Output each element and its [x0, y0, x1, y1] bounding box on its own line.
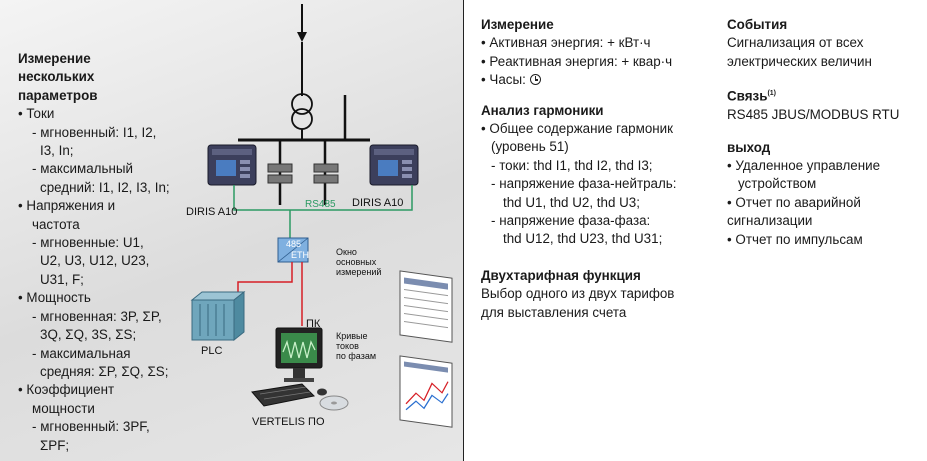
list-item-cont: мощности [32, 400, 95, 416]
list-item-cont: U2, U3, U12, U23, [40, 253, 150, 269]
list-item: - мгновенный: I1, I2, [32, 124, 157, 140]
list-item-cont: ΣPF; [40, 437, 70, 453]
tariff-text: Выбор одного из двух тарифов [481, 286, 675, 302]
list-item-cont: U31, F; [40, 271, 84, 287]
list-item: - напряжение фаза-нейтраль: [491, 176, 677, 192]
curves-label: Кривые токов по фазам [336, 331, 377, 361]
column-divider [463, 0, 464, 461]
harmonics-heading: Анализ гармоники [481, 102, 604, 118]
pc-label: ПК [306, 318, 321, 330]
communication-heading: Связь(1) [727, 88, 776, 104]
list-item: - напряжение фаза-фаза: [491, 213, 651, 229]
list-item: • Активная энергия: + кВт·ч [481, 35, 651, 51]
keyboard-icon [251, 383, 316, 407]
meter-left-icon [207, 144, 257, 186]
list-item-cont: 3Q, ΣQ, 3S, ΣS; [40, 327, 137, 343]
plc-label: PLC [201, 345, 223, 357]
list-item: • Удаленное управление [727, 157, 881, 173]
list-item-cont: сигнализации [727, 213, 813, 229]
tariff-heading: Двухтарифная функция [481, 267, 641, 283]
plc-icon [190, 290, 246, 342]
list-item-cont: thd U1, thd U2, thd U3; [503, 194, 640, 210]
list-item-cont: средний: I1, I2, I3, In; [40, 179, 170, 195]
list-item: • Отчет по аварийной [727, 194, 861, 210]
converter-icon [277, 237, 309, 263]
measurements-window-thumbnail [399, 270, 453, 343]
list-item: • Отчет по импульсам [727, 231, 863, 247]
right-column: События Сигнализация от всех электрическ… [727, 16, 899, 249]
list-item: - мгновенная: 3P, ΣP, [32, 308, 162, 324]
list-item: • Напряжения и [18, 198, 116, 214]
list-item: - максимальный [32, 161, 133, 177]
list-item: • Реактивная энергия: + квар·ч [481, 53, 673, 69]
meter-left-ct-icon [267, 163, 293, 184]
output-heading: выход [727, 139, 771, 155]
list-item: • Часы: [481, 71, 677, 89]
cd-icon [319, 395, 349, 411]
mouse-icon [317, 388, 327, 396]
list-item: - мгновенные: U1, [32, 235, 144, 251]
events-text: Сигнализация от всех [727, 35, 864, 51]
transformer-icon [291, 93, 313, 140]
meter-right-ct-icon [313, 163, 339, 184]
diris-right-label: DIRIS A10 [352, 197, 404, 209]
tariff-text: для выставления счета [481, 304, 627, 320]
left-panel: Измерение нескольких параметров • Токи -… [0, 0, 463, 461]
meter-right-icon [369, 144, 419, 186]
diris-left-label: DIRIS A10 [186, 206, 238, 218]
list-item-cont: устройством [738, 176, 817, 192]
list-item-cont: средняя: ΣP, ΣQ, ΣS; [40, 363, 169, 379]
parameters-list: Измерение нескольких параметров • Токи -… [18, 50, 170, 455]
system-diagram [190, 4, 453, 428]
converter-bottom-label: ETH [291, 250, 309, 260]
list-item: - максимальная [32, 345, 131, 361]
list-item: • Токи [18, 106, 55, 122]
list-item-cont: I3, In; [40, 143, 74, 159]
window-label: Окно основных измерений [336, 247, 382, 277]
rs485-label: RS485 [305, 199, 336, 210]
events-heading: События [727, 17, 788, 32]
ethernet-links [237, 262, 303, 326]
pc-monitor-icon [275, 327, 323, 382]
list-item: • Коэффициент [18, 382, 115, 398]
list-item: • Общее содержание гармоник [481, 121, 674, 137]
parameters-heading: Измерение нескольких параметров [18, 51, 98, 103]
list-item-cont: thd U12, thd U23, thd U31; [503, 231, 663, 247]
list-item: - мгновенный: 3PF, [32, 419, 150, 435]
communication-text: RS485 JBUS/MODBUS RTU [727, 107, 900, 123]
rs485-bus [233, 185, 413, 238]
feeder-arrow-icon [297, 4, 307, 96]
list-item: • Мощность [18, 290, 91, 306]
list-item-cont: (уровень 51) [491, 139, 569, 155]
list-item: - токи: thd I1, thd I2, thd I3; [491, 157, 653, 173]
current-curves-thumbnail [399, 355, 453, 428]
busbar [238, 95, 370, 205]
clock-icon [529, 74, 541, 86]
vertelis-label: VERTELIS ПО [252, 416, 325, 428]
converter-top-label: 485 [286, 239, 302, 249]
measurement-heading: Измерение [481, 17, 554, 32]
middle-column: Измерение • Активная энергия: + кВт·ч • … [481, 16, 677, 322]
events-text: электрических величин [727, 53, 872, 69]
list-item-cont: частота [32, 216, 80, 232]
